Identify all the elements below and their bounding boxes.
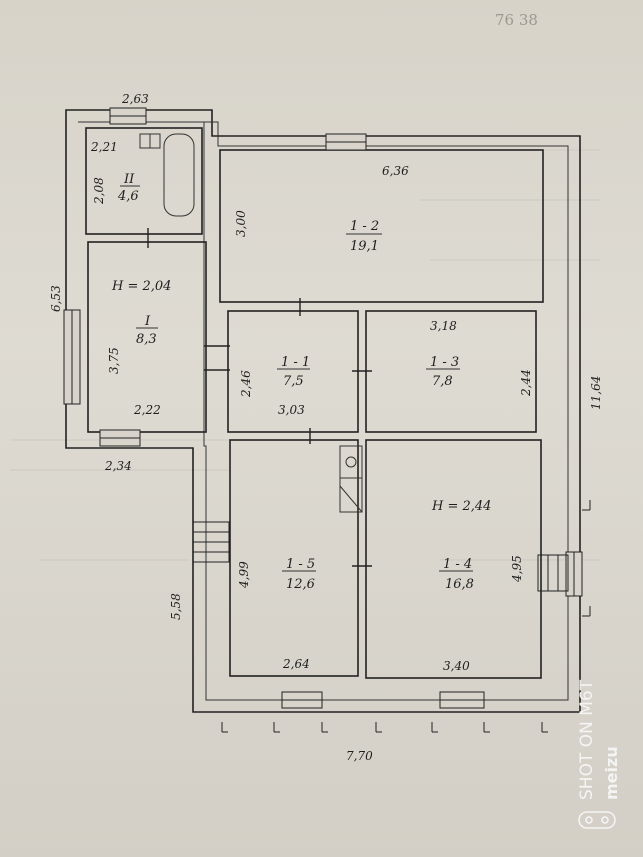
outer-wall [65,109,581,713]
watermark-shot-on: SHOT ON M6T [577,679,597,800]
room-1-2-area: 19,1 [350,239,379,254]
bathtub-icon [163,133,195,217]
camera-dots-icon [578,811,616,829]
room-1-1-number: 1 - 1 [281,355,310,370]
dim-annex-bottom: 2,34 [104,459,132,473]
room-1-height: H = 2,04 [111,279,171,294]
dim-room14-width: 3,40 [443,659,470,673]
dim-room14-depth: 4,95 [510,555,524,583]
room-1-area: 8,3 [136,332,157,347]
room-bath-area: 4,6 [117,189,139,204]
dim-room1-depth: 3,75 [107,347,121,374]
room-1-1-area: 7,5 [283,374,304,389]
dim-room11-depth: 2,46 [239,370,253,398]
room-1-5-wall [229,439,359,677]
dim-room12-width: 6,36 [382,164,409,178]
stove-icon [339,445,363,513]
dim-right-total: 11,64 [589,376,603,410]
room-1-3-area: 7,8 [432,374,453,389]
dim-bottom-total: 7,70 [346,749,373,763]
room-1-3-number: 1 - 3 [430,355,459,370]
dim-bath-top: 2,63 [121,92,149,106]
stairs-icon [192,521,569,592]
room-1-4-number: 1 - 4 [443,557,472,572]
dim-left-total: 6,53 [49,285,63,312]
header-line1-right: 76 38 [495,11,538,29]
dim-room1-width: 2,22 [133,403,161,417]
room-1-5-area: 12,6 [286,577,315,592]
room-bath-wall [85,127,203,235]
dim-room15-width: 2,64 [282,657,310,671]
room-1-wall [87,241,207,433]
inner-outline [78,121,569,701]
dim-lower-left: 5,58 [169,593,183,620]
door-marks [147,228,372,567]
room-1-5-number: 1 - 5 [286,557,315,572]
dim-room15-depth: 4,99 [237,561,251,589]
dim-room11-width: 3,03 [278,403,305,417]
room-1-4-height: H = 2,44 [431,499,491,514]
watermark-brand: meizu [602,746,621,800]
dim-room13-width: 3,18 [430,319,457,333]
dim-bath-inner: 2,21 [90,140,118,154]
windows [63,107,583,709]
room-1-4-area: 16,8 [445,577,474,592]
dim-room13-depth: 2,44 [519,369,533,397]
dim-room12-depth: 3,00 [234,210,248,237]
room-1-2-number: 1 - 2 [350,219,379,234]
room-1-4-wall [365,439,542,679]
foundation-marks [221,500,591,733]
room-1-number: I [144,314,151,329]
room-1-2-wall [219,149,544,303]
room-bath-number: II [123,172,135,187]
dim-bath-depth: 2,08 [92,177,106,205]
